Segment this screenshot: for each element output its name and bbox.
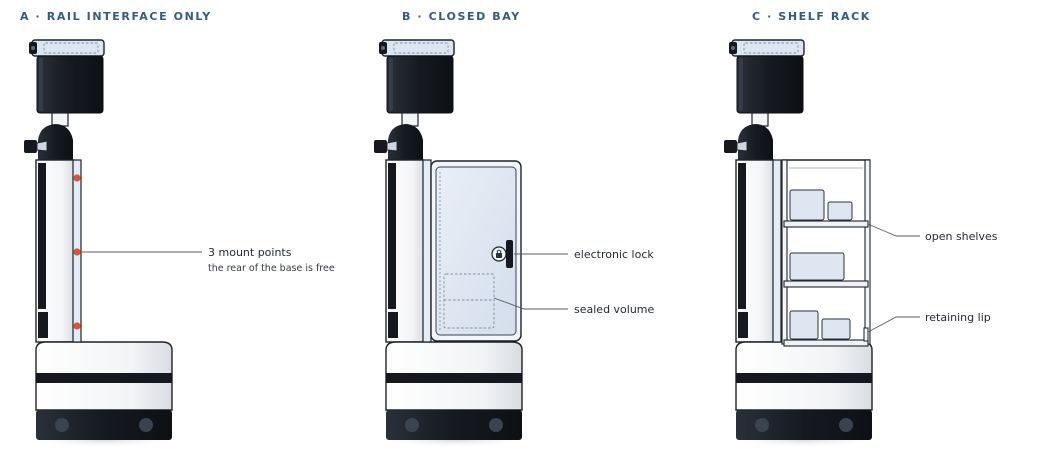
box <box>827 201 853 221</box>
panel-b-title: B · CLOSED BAY <box>402 10 521 23</box>
robot-c <box>723 39 885 449</box>
callout-mount-points-note: the rear of the base is free <box>208 263 335 274</box>
sealed-volume <box>443 273 495 329</box>
callout-electronic-lock: electronic lock <box>574 248 654 261</box>
panel-b: B · CLOSED BAY electronic lock sealed vo… <box>373 10 655 449</box>
robot-a <box>23 39 185 449</box>
shelf-middle <box>783 280 869 288</box>
bay-door <box>435 166 517 336</box>
mount-point-bottom <box>73 322 81 330</box>
box <box>789 252 845 281</box>
panel-a: A · RAIL INTERFACE ONLY 3 mount points t… <box>20 10 335 449</box>
lock-icon <box>491 240 513 268</box>
retaining-lip <box>863 327 869 342</box>
callout-retaining-lip: retaining lip <box>925 311 991 324</box>
callout-mount-points: 3 mount points <box>208 246 292 259</box>
box <box>789 189 825 221</box>
panel-a-title: A · RAIL INTERFACE ONLY <box>20 10 212 23</box>
leader-retaining-lip <box>867 316 920 333</box>
leader-open-shelves <box>867 223 920 237</box>
shelf-top <box>783 220 869 228</box>
callout-sealed-volume: sealed volume <box>574 303 655 316</box>
panel-c-title: C · SHELF RACK <box>752 10 871 23</box>
rack-rail <box>772 159 782 343</box>
panel-c: C · SHELF RACK open shelves retaining li <box>723 10 998 449</box>
shelf-bottom <box>783 339 869 347</box>
callout-open-shelves: open shelves <box>925 230 998 243</box>
mount-point-top <box>73 174 81 182</box>
leader-sealed-volume <box>493 297 568 310</box>
mount-point-middle <box>73 248 81 256</box>
bay-rail <box>422 159 432 343</box>
box <box>789 310 819 340</box>
box <box>821 318 851 340</box>
shelf-rack <box>781 159 871 347</box>
